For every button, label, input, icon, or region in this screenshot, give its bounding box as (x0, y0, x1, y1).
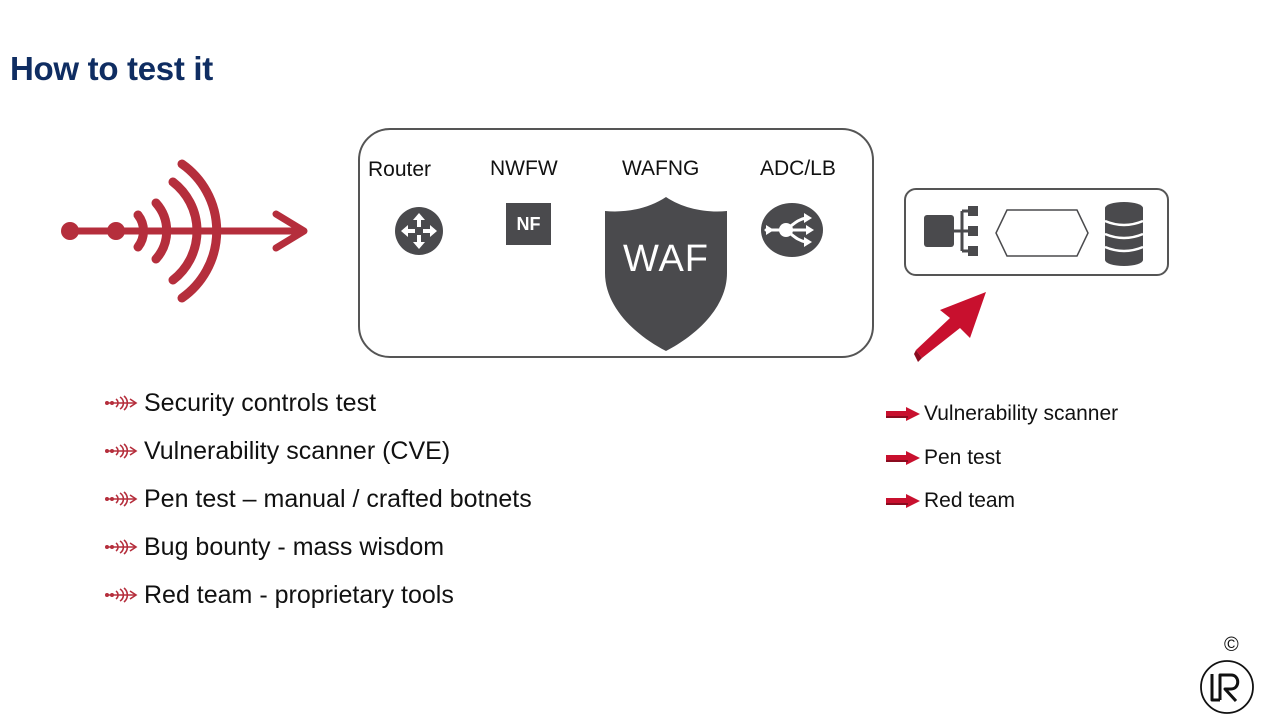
page-title: How to test it (10, 50, 213, 87)
attack-text: Pen test (924, 446, 1002, 469)
signal-bullet-icon (105, 395, 138, 411)
signal-bullet-icon (105, 539, 138, 555)
device-label-adclb: ADC/LB (760, 157, 836, 180)
device-label-wafng: WAFNG (622, 157, 700, 180)
lr-logo-icon (1200, 660, 1254, 714)
signal-bullet-icon (105, 491, 138, 507)
method-text: Vulnerability scanner (CVE) (144, 436, 451, 465)
diagonal-up-arrow-icon (914, 292, 986, 362)
signal-arrow-icon (61, 159, 308, 303)
list-item: Bug bounty - mass wisdom (104, 530, 444, 564)
device-label-nwfw: NWFW (490, 157, 558, 180)
list-item: Pen test (884, 442, 1001, 474)
attack-text: Vulnerability scanner (924, 402, 1119, 425)
device-label-router: Router (368, 158, 432, 181)
list-item: Vulnerability scanner (CVE) (104, 434, 450, 468)
waf-badge-text: WAF (622, 238, 709, 280)
hexagon-shape (995, 209, 1089, 257)
method-text: Red team - proprietary tools (144, 580, 454, 609)
router-icon (395, 207, 443, 255)
perimeter-panel (358, 128, 874, 358)
list-item: Vulnerability scanner (884, 398, 1118, 430)
signal-bullet-icon (105, 587, 138, 603)
method-text: Security controls test (144, 388, 377, 417)
red-arrow-bullet-icon (886, 451, 920, 465)
network-node-icon (924, 206, 978, 256)
method-text: Bug bounty - mass wisdom (144, 532, 445, 561)
signal-bullet-icon (105, 443, 138, 459)
list-item: Red team (884, 485, 1015, 517)
method-text: Pen test – manual / crafted botnets (144, 484, 532, 513)
nf-box-icon: NF (506, 203, 551, 245)
red-arrow-bullet-icon (886, 494, 920, 508)
waf-shield-icon (605, 197, 727, 351)
copyright-symbol: © (1224, 634, 1239, 656)
list-item: Security controls test (104, 386, 376, 420)
target-box (904, 188, 1169, 276)
list-item: Pen test – manual / crafted botnets (104, 482, 532, 516)
attack-text: Red team (924, 489, 1016, 512)
list-item: Red team - proprietary tools (104, 578, 454, 612)
database-icon (1104, 202, 1144, 266)
load-balancer-icon (761, 203, 823, 257)
red-arrow-bullet-icon (886, 407, 920, 421)
